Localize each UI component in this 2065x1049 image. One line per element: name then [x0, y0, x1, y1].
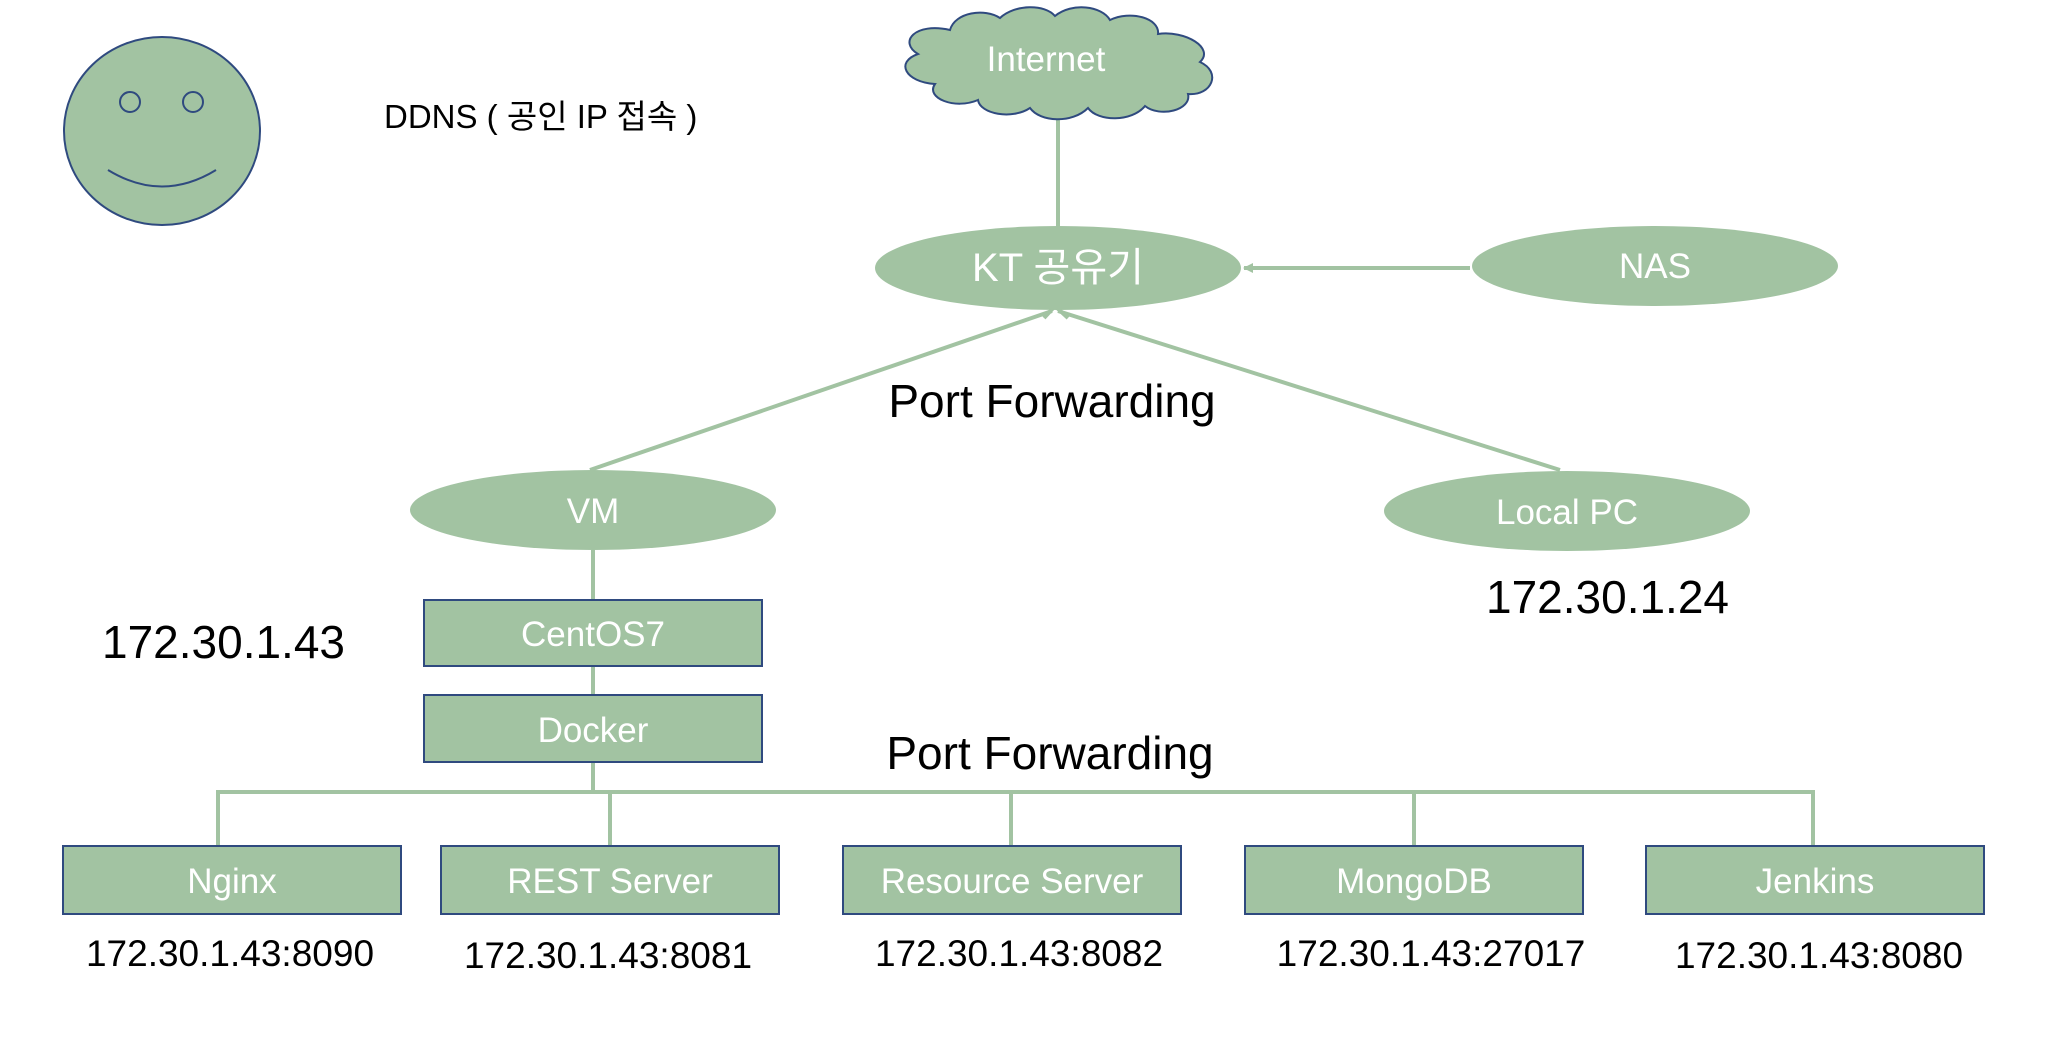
- smiley-face-icon: [63, 36, 261, 226]
- service-address: 172.30.1.43:8090: [86, 933, 374, 974]
- port-forwarding-bottom-label: Port Forwarding: [886, 727, 1213, 779]
- cloud-icon: [904, 6, 1213, 121]
- centos-label: CentOS7: [521, 615, 665, 654]
- docker-label: Docker: [538, 711, 649, 750]
- docker-node: [423, 694, 763, 763]
- nas-label: NAS: [1619, 247, 1691, 286]
- ddns-label: DDNS ( 공인 IP 접속 ): [384, 98, 697, 135]
- service-name: MongoDB: [1336, 862, 1492, 901]
- service-box: [1645, 845, 1985, 915]
- service-jenkins: Jenkins 172.30.1.43:8080: [1645, 845, 1985, 976]
- port-forwarding-top-label: Port Forwarding: [888, 375, 1215, 427]
- service-box: [1244, 845, 1584, 915]
- service-mongodb: MongoDB 172.30.1.43:27017: [1244, 845, 1586, 974]
- service-address: 172.30.1.43:27017: [1277, 933, 1586, 974]
- service-address: 172.30.1.43:8081: [464, 935, 752, 976]
- service-name: REST Server: [507, 862, 713, 901]
- service-box: [440, 845, 780, 915]
- service-nginx: Nginx 172.30.1.43:8090: [62, 845, 402, 974]
- service-rest-server: REST Server 172.30.1.43:8081: [440, 845, 780, 976]
- router-label: KT 공유기: [972, 246, 1144, 290]
- nas-node: [1472, 226, 1838, 306]
- local-pc-label: Local PC: [1496, 493, 1638, 532]
- vm-ip: 172.30.1.43: [102, 616, 345, 668]
- local-pc-ip: 172.30.1.24: [1486, 571, 1729, 623]
- router-node: [875, 226, 1241, 310]
- service-resource-server: Resource Server 172.30.1.43:8082: [842, 845, 1182, 974]
- local-pc-node: [1384, 471, 1750, 551]
- centos-node: [423, 599, 763, 667]
- vm-node: [410, 470, 776, 550]
- service-address: 172.30.1.43:8082: [875, 933, 1163, 974]
- service-box: [842, 845, 1182, 915]
- service-name: Resource Server: [881, 862, 1144, 901]
- localpc-router-link: [1057, 309, 1561, 472]
- service-name: Nginx: [187, 862, 277, 901]
- vm-label: VM: [567, 492, 620, 531]
- service-name: Jenkins: [1756, 862, 1875, 901]
- service-address: 172.30.1.43:8080: [1675, 935, 1963, 976]
- vm-router-link: [589, 309, 1053, 472]
- internet-label: Internet: [987, 40, 1106, 79]
- service-box: [62, 845, 402, 915]
